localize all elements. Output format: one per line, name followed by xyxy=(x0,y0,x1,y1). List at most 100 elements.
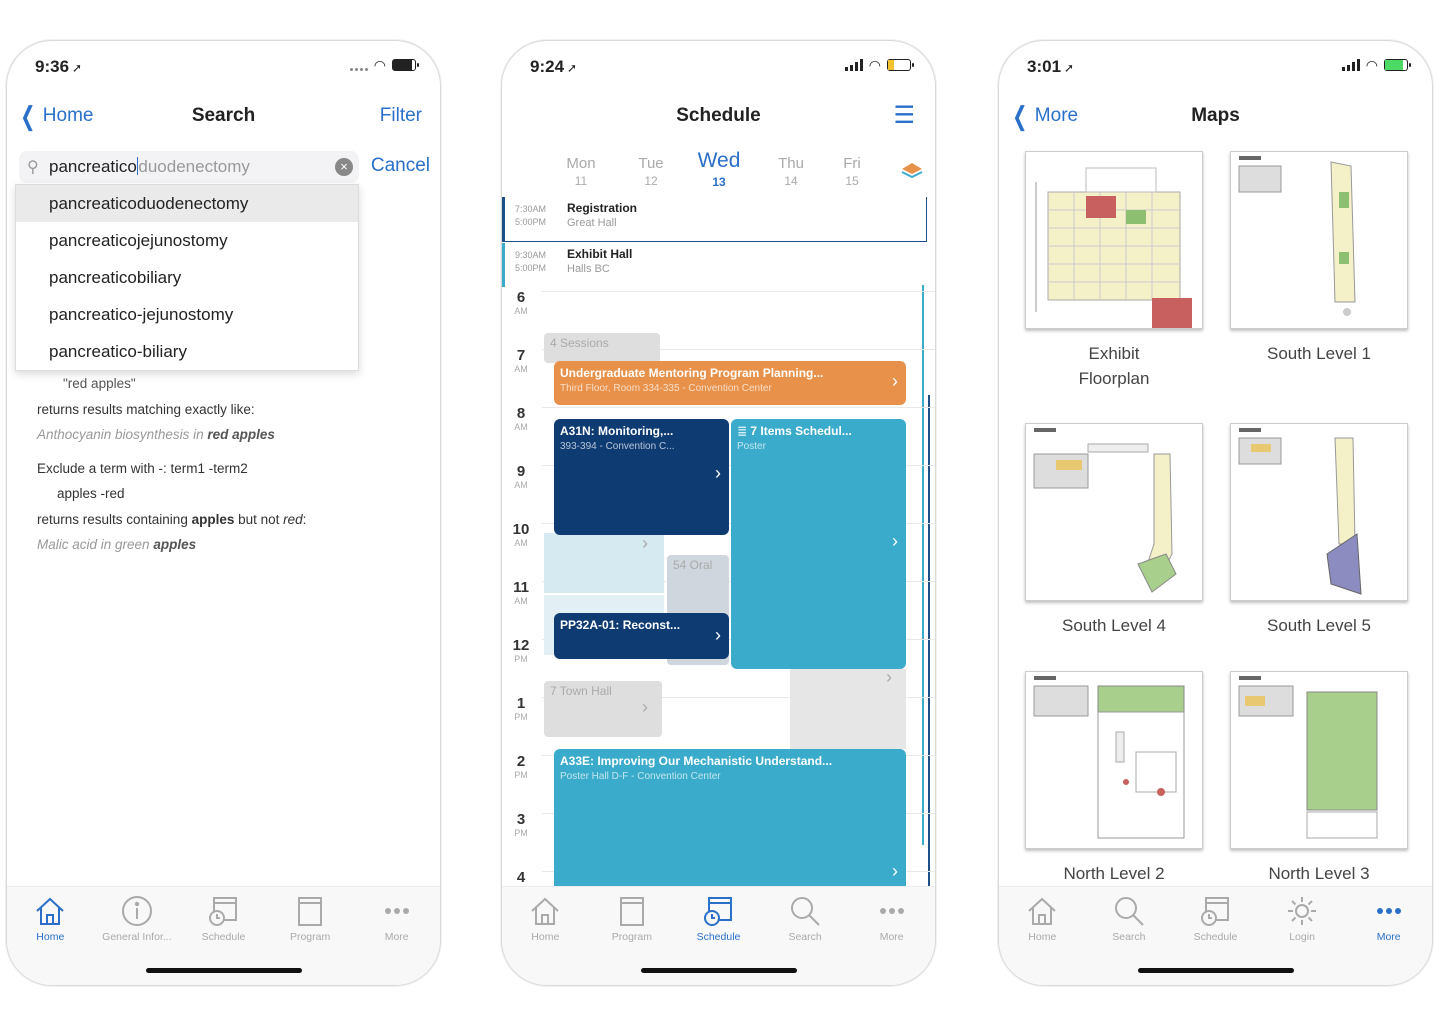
tab-more[interactable]: More xyxy=(1345,893,1432,943)
tab-schedule[interactable]: Schedule xyxy=(675,893,762,943)
tab-home[interactable]: Home xyxy=(502,893,589,943)
map-card[interactable]: North Level 3 xyxy=(1230,671,1408,886)
wifi-icon: ◠ xyxy=(373,57,386,73)
filter-button[interactable]: Filter xyxy=(379,105,422,126)
search-help-text: "red apples" returns results matching ex… xyxy=(37,371,420,558)
map-label: North Level 3 xyxy=(1268,864,1370,883)
text-caret xyxy=(136,157,139,175)
tab-search[interactable]: Search xyxy=(762,893,849,943)
help-line: returns results matching exactly like: xyxy=(37,401,255,417)
home-icon xyxy=(1028,897,1056,925)
map-label: South Level 1 xyxy=(1267,344,1371,363)
map-thumbnail xyxy=(1230,423,1408,601)
event-card[interactable]: A31N: Monitoring,... 393-394 - Conventio… xyxy=(554,419,729,535)
hour-label: 4 xyxy=(516,869,526,886)
tab-more[interactable]: More xyxy=(353,893,440,943)
event-card[interactable]: ≣ 7 Items Schedul... Poster › xyxy=(731,419,906,669)
tab-home[interactable]: Home xyxy=(999,893,1086,943)
battery-icon xyxy=(1384,59,1411,71)
suggestion-item[interactable]: pancreaticojejunostomy xyxy=(49,231,228,250)
map-card[interactable]: South Level 4 xyxy=(1025,423,1203,638)
wifi-icon: ◠ xyxy=(868,57,881,73)
status-time: 3:01 xyxy=(1027,57,1062,76)
tab-login[interactable]: Login xyxy=(1259,893,1346,943)
help-line: Exclude a term with -: term1 -term2 xyxy=(37,460,248,476)
help-example: Malic acid in green apples xyxy=(37,537,197,552)
suggestion-item[interactable]: pancreatico-jejunostomy xyxy=(49,305,234,324)
map-thumbnail xyxy=(1230,151,1408,329)
chevron-left-icon: ❮ xyxy=(1012,101,1028,131)
location-arrow-icon: ➚ xyxy=(567,61,578,75)
event-card[interactable]: PP32A-01: Reconst... › xyxy=(554,613,729,659)
tab-schedule[interactable]: Schedule xyxy=(180,893,267,943)
more-icon xyxy=(1376,908,1401,914)
map-card[interactable]: North Level 2 xyxy=(1025,671,1203,886)
chevron-right-icon: › xyxy=(892,531,898,551)
location-arrow-icon: ➚ xyxy=(72,61,83,75)
status-bar: 3:01➚ ◠ xyxy=(999,57,1432,81)
tab-program[interactable]: Program xyxy=(267,893,354,943)
location-arrow-icon: ➚ xyxy=(1064,61,1075,75)
event-card[interactable]: Undergraduate Mentoring Program Planning… xyxy=(554,361,906,405)
map-card[interactable]: South Level 5 xyxy=(1230,423,1408,638)
chevron-right-icon: › xyxy=(642,533,648,553)
back-button[interactable]: ❮More xyxy=(1012,101,1079,131)
more-icon xyxy=(879,908,904,914)
status-bar: 9:36➚ ◠ xyxy=(7,57,440,81)
gear-icon xyxy=(1288,897,1317,925)
map-card[interactable]: South Level 1 xyxy=(1230,151,1408,366)
hamburger-menu-icon[interactable]: ☰ xyxy=(893,102,915,129)
search-icon: ⚲ xyxy=(27,159,39,176)
battery-icon xyxy=(392,59,419,71)
map-label: South Level 5 xyxy=(1267,616,1371,635)
search-autocomplete-text: duodenectomy xyxy=(138,157,250,176)
tab-program[interactable]: Program xyxy=(589,893,676,943)
status-bar: 9:24➚ ◠ xyxy=(502,57,935,81)
tab-search[interactable]: Search xyxy=(1086,893,1173,943)
map-thumbnail xyxy=(1025,671,1203,849)
battery-icon xyxy=(887,59,914,71)
home-icon xyxy=(531,897,559,925)
layers-icon[interactable] xyxy=(901,161,923,181)
cancel-button[interactable]: Cancel xyxy=(370,155,430,176)
session-group[interactable]: 7 Town Hall xyxy=(544,681,662,737)
suggestion-item[interactable]: pancreaticoduodenectomy xyxy=(16,185,358,222)
phone-search-screen: 9:36➚ ◠ ❮Home Search Filter ⚲ pancreatic… xyxy=(6,40,441,986)
chevron-right-icon: › xyxy=(886,667,892,687)
tab-general-info[interactable]: General Infor... xyxy=(94,893,181,943)
search-input[interactable]: ⚲ pancreaticoduodenectomy × xyxy=(19,151,359,183)
nav-bar: Schedule ☰ xyxy=(502,101,935,135)
suggestion-item[interactable]: pancreaticobiliary xyxy=(49,268,182,287)
more-icon xyxy=(384,908,409,914)
help-example: Anthocyanin biosynthesis in red apples xyxy=(37,427,275,442)
tab-more[interactable]: More xyxy=(848,893,935,943)
home-icon xyxy=(36,897,64,925)
home-indicator xyxy=(640,968,797,973)
suggestion-item[interactable]: pancreatico-biliary xyxy=(49,342,187,361)
session-group[interactable]: 4 Sessions xyxy=(544,333,660,363)
phone-maps-screen: 3:01➚ ◠ ❮More Maps xyxy=(998,40,1433,986)
event-card[interactable]: A33E: Improving Our Mechanistic Understa… xyxy=(554,749,906,887)
clear-search-button[interactable]: × xyxy=(335,158,353,176)
help-line: "red apples" xyxy=(63,376,136,391)
page-title: Maps xyxy=(1191,105,1240,126)
chevron-right-icon: › xyxy=(892,371,898,391)
tab-schedule[interactable]: Schedule xyxy=(1172,893,1259,943)
map-label: North Level 2 xyxy=(1063,864,1165,883)
back-button[interactable]: ❮Home xyxy=(20,101,94,131)
tab-home[interactable]: Home xyxy=(7,893,94,943)
